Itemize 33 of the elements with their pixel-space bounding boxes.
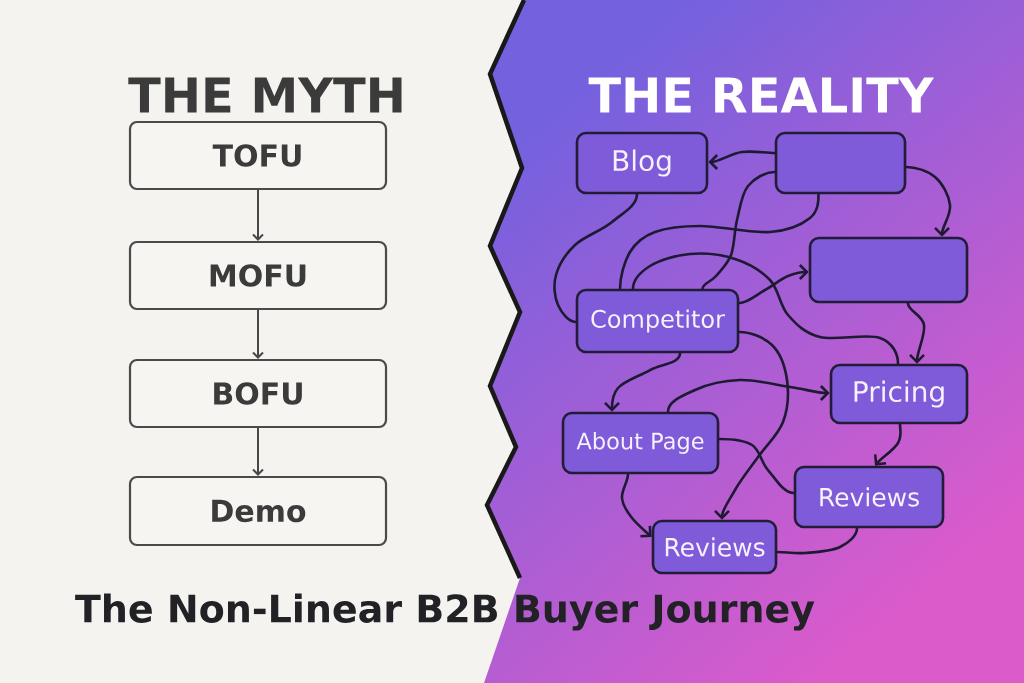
arrow bbox=[873, 423, 902, 466]
process-box: BOFU bbox=[128, 358, 388, 429]
process-box: TOFU bbox=[128, 120, 388, 191]
empty-box bbox=[808, 236, 969, 304]
connector-line bbox=[618, 193, 820, 290]
process-box: Reviews bbox=[651, 519, 778, 575]
arrow bbox=[738, 264, 809, 305]
connector-line bbox=[718, 437, 795, 495]
connector-line bbox=[553, 193, 639, 324]
arrow bbox=[905, 165, 952, 237]
arrow bbox=[620, 473, 652, 538]
arrow bbox=[252, 309, 264, 359]
process-box: Competitor bbox=[575, 288, 740, 354]
process-box: MOFU bbox=[128, 240, 388, 311]
process-box: Reviews bbox=[793, 465, 945, 529]
process-box: Blog bbox=[575, 131, 709, 195]
arrow bbox=[252, 427, 264, 476]
arrow bbox=[906, 302, 926, 364]
arrow bbox=[604, 352, 682, 412]
connector-line bbox=[701, 170, 776, 290]
title: The Non-Linear B2B Buyer Journey bbox=[75, 593, 815, 631]
heading: THE MYTH bbox=[128, 77, 402, 113]
connector-line bbox=[631, 252, 900, 365]
arrow bbox=[252, 189, 264, 241]
arrow bbox=[666, 378, 830, 413]
heading: THE REALITY bbox=[588, 77, 935, 113]
arrow bbox=[714, 330, 790, 520]
arrow bbox=[708, 150, 776, 170]
connector-line bbox=[776, 527, 859, 555]
empty-box bbox=[774, 131, 907, 195]
process-box: Pricing bbox=[829, 363, 969, 425]
process-box: About Page bbox=[561, 411, 720, 475]
process-box: Demo bbox=[128, 475, 388, 547]
